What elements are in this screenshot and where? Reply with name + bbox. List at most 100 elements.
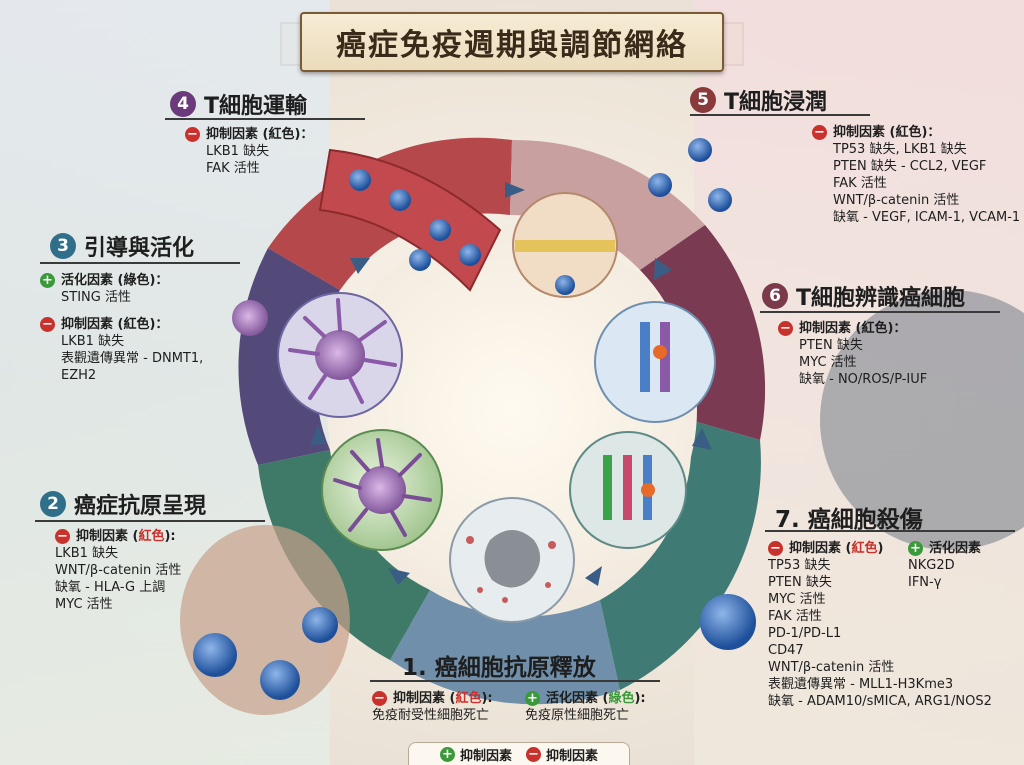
step7-inhibit-close: )	[877, 541, 884, 556]
cycle-arrows	[310, 182, 712, 586]
inhibit-icon: −	[768, 541, 783, 556]
step6-inhibit-item: PTEN 缺失	[799, 338, 863, 353]
step7-inhibit-item: MYC 活性	[768, 592, 826, 607]
step6-inhibit-label: 抑制因素 (紅色)：	[799, 321, 907, 336]
activate-icon: +	[908, 541, 923, 556]
step4-header: 4 T細胞運輸	[170, 88, 307, 120]
legend-item-activate: +抑制因素	[439, 745, 512, 764]
step5-inhibit-item: WNT/β-catenin 活性	[833, 193, 960, 208]
blood-vessel-illustration	[318, 148, 502, 292]
step7-inhibit-item: PTEN 缺失	[768, 575, 832, 590]
inhibit-icon: −	[40, 317, 55, 332]
step1-activate-close: ):	[634, 691, 646, 706]
step3-header: 3 引導與活化	[50, 230, 194, 262]
step7-title: 7. 癌細胞殺傷	[775, 507, 923, 533]
title-banner: 癌症免疫週期與調節網絡	[280, 12, 744, 72]
step3-activate-label: 活化因素 (綠色)：	[61, 273, 169, 288]
step6-factors: −抑制因素 (紅色)： PTEN 缺失 MYC 活性 缺氧 - NO/ROS/P…	[778, 320, 927, 388]
ring-segment-7	[600, 420, 761, 690]
step5-inhibit-item: FAK 活性	[833, 176, 887, 191]
step7-divider	[765, 530, 1015, 532]
step1-title: 1. 癌細胞抗原釋放	[402, 655, 596, 681]
tcr-mhc-recognition-illustration	[594, 301, 716, 423]
step6-number-badge: 6	[762, 283, 788, 309]
step3-factors: +活化因素 (綠色)： STING 活性 −抑制因素 (紅色)： LKB1 缺失…	[40, 272, 203, 384]
step3-inhibit-item: 表觀遺傳異常 - DNMT1,	[61, 351, 204, 366]
inhibit-icon: −	[185, 127, 200, 142]
step1-divider	[370, 680, 660, 682]
inhibit-icon: −	[812, 125, 827, 140]
step7-inhibit-item: 缺氧 - ADAM10/sMICA, ARG1/NOS2	[768, 694, 992, 709]
step2-divider	[35, 520, 265, 522]
activate-icon: +	[439, 746, 455, 762]
step5-inhibit-label: 抑制因素 (紅色)：	[833, 125, 941, 140]
step3-divider	[40, 262, 240, 264]
dendritic-cell-left-illustration	[232, 300, 268, 336]
legend: +抑制因素 −抑制因素	[408, 742, 630, 765]
inhibit-icon: −	[526, 746, 541, 762]
step5-inhibit-item: TP53 缺失, LKB1 缺失	[833, 142, 967, 157]
step3-inhibit-item: LKB1 缺失	[61, 334, 125, 349]
step3-number-badge: 3	[50, 233, 76, 259]
step1-inhibit-close: ):	[481, 691, 493, 706]
step2-inhibit-item: MYC 活性	[55, 597, 113, 612]
tumor-killing-illustration	[569, 431, 756, 650]
step1-activate-factors: +活化因素 (綠色): 免疫原性細胞死亡	[525, 690, 646, 724]
inhibit-icon: −	[778, 321, 793, 336]
step6-title: T細胞辨識癌細胞	[796, 286, 966, 311]
ring-segment-2	[258, 450, 430, 660]
step2-inhibit-item: WNT/β-catenin 活性	[55, 563, 182, 578]
activate-icon: +	[525, 691, 540, 706]
inhibit-icon: −	[55, 529, 70, 544]
step5-factors: −抑制因素 (紅色)： TP53 缺失, LKB1 缺失 PTEN 缺失 - C…	[812, 124, 1020, 226]
step2-number-badge: 2	[40, 491, 66, 517]
legend-activate-label: 抑制因素	[459, 748, 512, 764]
step1-header: 1. 癌細胞抗原釋放	[402, 648, 596, 682]
step7-inhibit-item: WNT/β-catenin 活性	[768, 660, 895, 675]
step4-divider	[165, 118, 365, 120]
step5-inhibit-item: PTEN 缺失 - CCL2, VEGF	[833, 159, 987, 174]
step4-inhibit-label: 抑制因素 (紅色)：	[206, 127, 314, 142]
step3-title: 引導與活化	[84, 236, 195, 261]
step7-inhibit-item: PD-1/PD-L1	[768, 626, 842, 641]
step7-inhibit-item: CD47	[768, 643, 804, 658]
step5-title: T細胞浸潤	[724, 90, 828, 115]
step1-inhibit-factors: −抑制因素 (紅色): 免疫耐受性細胞死亡	[372, 690, 493, 724]
step3-activate-item: STING 活性	[61, 290, 131, 305]
step7-inhibit-item: FAK 活性	[768, 609, 822, 624]
step2-inhibit-label: 抑制因素 (	[76, 529, 139, 544]
step1-activate-color-word: 綠色	[608, 691, 635, 706]
step1-inhibit-item: 免疫耐受性細胞死亡	[372, 708, 490, 723]
activate-icon: +	[40, 273, 55, 288]
step3-inhibit-item: EZH2	[61, 368, 97, 383]
ring-segment-1	[390, 590, 620, 705]
step4-factors: −抑制因素 (紅色)： LKB1 缺失 FAK 活性	[185, 126, 313, 177]
step7-inhibit-label: 抑制因素 (	[789, 541, 852, 556]
step2-inhibit-item: 缺氧 - HLA-G 上調	[55, 580, 166, 595]
ring-segment-5	[510, 139, 705, 270]
step4-number-badge: 4	[170, 91, 196, 117]
step7-inhibit-factors: −抑制因素 (紅色) TP53 缺失 PTEN 缺失 MYC 活性 FAK 活性…	[768, 540, 992, 710]
step5-header: 5 T細胞浸潤	[690, 84, 827, 116]
step7-activate-item: NKG2D	[908, 558, 955, 573]
step6-inhibit-item: MYC 活性	[799, 355, 857, 370]
step2-inhibit-close: ):	[164, 529, 176, 544]
step2-inhibit-color-word: 紅色	[138, 529, 165, 544]
step7-activate-item: IFN-γ	[908, 575, 942, 590]
legend-inhibit-label: 抑制因素	[546, 748, 599, 764]
cancer-cell-right-illustration	[820, 290, 1024, 550]
step7-activate-factors: + 活化因素 NKG2D IFN-γ	[908, 540, 981, 591]
step2-inhibit-item: LKB1 缺失	[55, 546, 119, 561]
step2-header: 2 癌症抗原呈現	[40, 488, 206, 520]
step5-number-badge: 5	[690, 87, 716, 113]
step7-inhibit-color-word: 紅色	[851, 541, 878, 556]
step1-inhibit-label: 抑制因素 (	[393, 691, 456, 706]
step4-inhibit-item: FAK 活性	[206, 161, 260, 176]
step1-inhibit-color-word: 紅色	[455, 691, 482, 706]
step7-inhibit-item: 表觀遺傳異常 - MLL1-H3Kme3	[768, 677, 954, 692]
step7-activate-label: 活化因素	[929, 541, 982, 556]
dying-tumor-cell-illustration	[449, 497, 575, 623]
antigen-presenting-cell-illustration	[321, 429, 443, 551]
step6-inhibit-item: 缺氧 - NO/ROS/P-IUF	[799, 372, 928, 387]
step6-divider	[760, 311, 1000, 313]
